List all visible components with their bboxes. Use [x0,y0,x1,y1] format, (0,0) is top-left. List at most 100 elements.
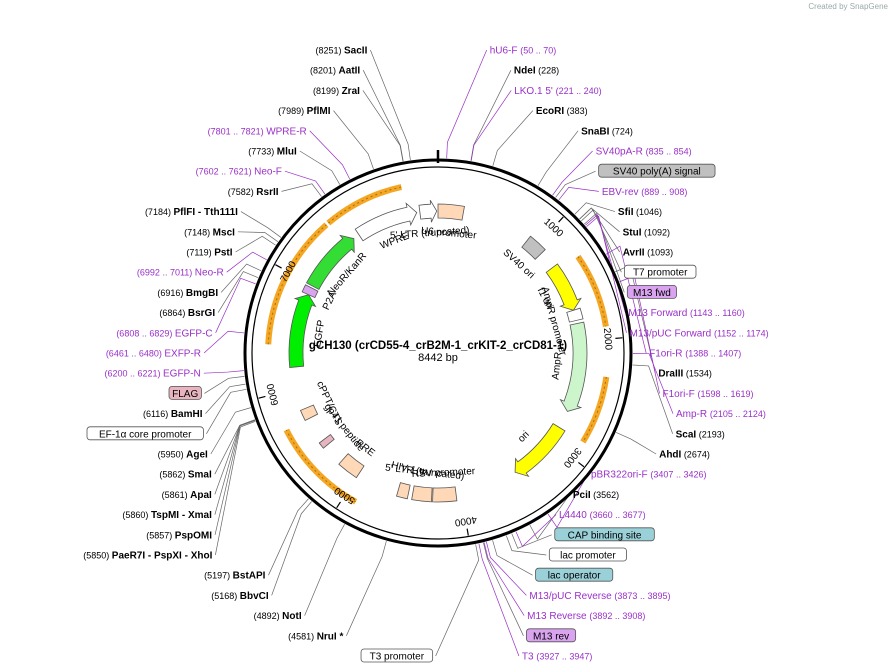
primer-coords-hu6-f-60: (50 .. 70) [520,46,556,56]
site-label-noti-4892: (4892) NotI [254,611,302,622]
plasmid-length: 8442 bp [418,352,458,364]
label-bamhi-6116: (6116) BamHI [143,409,203,420]
site-coord-psti-7119: (7119) [186,248,214,258]
leader-pbr322ori-f-3416 [547,474,589,528]
center-title: gCH130 (crCD55-4_crB2M-1_crKIT-2_crCD81-… [309,340,567,364]
site-name-pflmi-7989: PflMI [307,106,331,117]
feature-hiv-1-8 [396,482,411,500]
label-amp-r-2114: Amp-R (2105 .. 2124) [676,409,766,420]
feature-ampr-promoter-3 [566,307,584,323]
feature-rsv-promoter-6 [432,486,458,503]
site-coord-pflmi-7989: (7989) [278,106,307,116]
feature-label-egfp-12: EGFP [312,319,327,348]
label-scai-2193: ScaI (2193) [676,429,725,440]
leader-lko-1-5-230 [470,90,512,161]
feature-label-u6-promoter-0: U6 promoter [421,226,478,242]
primer-label-neo-f-7611: (7602 .. 7621) Neo-F [196,167,282,178]
primer-label-f1ori-f-1608: F1ori-F (1598 .. 1619) [663,389,754,400]
primer-label-m13-puc-reverse-3884: M13/pUC Reverse (3873 .. 3895) [529,591,670,602]
site-label-nrui-4581: (4581) NruI * [288,631,343,642]
primer-label-pbr322ori-f-3416: pBR322ori-F (3407 .. 3426) [591,470,707,481]
label-avrii-1093: AvrII (1093) [623,248,673,259]
primer-label-l4440-3668: L4440 (3660 .. 3677) [559,510,646,521]
leader-lac-promoter-3740 [506,535,547,556]
leader-pspomi-5857 [214,420,256,535]
tick-mark-6000 [258,395,266,399]
site-coord-ecori-383: (383) [564,106,588,116]
leader-ahdi-2674 [615,432,657,455]
leader-pflmi-7989 [333,110,374,170]
site-name-bbvci-5168: BbvCI [240,591,269,602]
leader-tspmi-xmai-5860 [214,419,256,515]
site-label-pcii-3562: PciI (3562) [573,490,619,501]
label-box-text-cap-binding-site-3700: CAP binding site [568,530,642,541]
label-apai-5861: (5861) ApaI [162,490,212,501]
leader-bmgbi-6916 [220,263,262,293]
orange-arc-dash-2 [285,429,356,503]
site-name-aatii-8201: AatII [339,66,361,77]
site-name-pcii-3562: PciI [573,490,591,501]
leader-rsrii-7582 [281,183,322,197]
feature-u6-promoter-0 [437,203,465,221]
leader-ef-1-core-promoter-6080 [206,388,247,434]
label-pflmi-7989: (7989) PflMI [278,106,331,117]
label-t3-3937: T3 (3927 .. 3947) [522,652,593,663]
site-label-ndei-228: NdeI (228) [514,66,559,77]
label-mlui-7733: (7733) MluI [248,147,297,158]
label-t3-promoter-3960: T3 promoter [360,648,434,663]
label-box-m13-fwd-1140 [626,284,677,299]
leader-amp-r-2114 [632,353,674,414]
label-sv40-poly-a-signal-870: SV40 poly(A) signal [598,163,716,178]
site-label-bstapi-5197: (5197) BstAPI [204,571,266,582]
primer-coords-sv40pa-r-844: (835 .. 854) [646,147,692,157]
label-neo-f-7611: (7602 .. 7621) Neo-F [196,167,282,178]
site-coord-noti-4892: (4892) [254,611,283,621]
label-zrai-8199: (8199) ZraI [313,86,360,97]
site-label-apai-5861: (5861) ApaI [162,490,212,501]
snapgene-credit: Created by SnapGene [808,2,888,11]
site-labels: hU6-F (50 .. 70)NdeI (228)LKO.1 5' (221 … [83,46,768,663]
leader-bstapi-5197 [268,498,309,576]
tick-mark-7000 [275,264,282,269]
primer-name-egfp-c-6818: EGFP-C [175,328,213,339]
primer-label-amp-r-2114: Amp-R (2105 .. 2124) [676,409,766,420]
label-box-ef-1-core-promoter-6080 [86,426,204,441]
leader-ecori-383 [492,110,534,166]
feature-label-ori-5: ori [516,429,532,445]
label-hu6-f-60: hU6-F (50 .. 70) [490,46,557,57]
label-t7-promoter-1110: T7 promoter [623,264,697,279]
leader-flag-6170 [204,376,245,394]
leader-sv40-poly-a-signal-870 [555,170,596,198]
feature-label-hiv-1-8: HIV-1 Ψ [390,460,428,479]
site-coord-snabi-724: (724) [609,126,633,136]
primer-coords-l4440-3668: (3660 .. 3677) [590,510,646,520]
label-m13-rev-3905: M13 rev [526,628,577,642]
leader-psti-7119 [235,235,276,253]
site-coord-nrui-4581: (4581) [288,631,317,641]
site-label-snabi-724: SnaBI (724) [581,126,633,137]
site-label-paer7i-pspxi-xhoi-5850: (5850) PaeR7I - PspXI - XhoI [83,551,212,562]
site-name-nrui-4581: NruI * [317,631,344,642]
site-label-scai-2193: ScaI (2193) [676,429,725,440]
site-coord-scai-2193: (2193) [696,429,725,439]
leader-bamhi-6116 [205,383,246,414]
label-box-sv40-poly-a-signal-870 [598,163,716,178]
label-box-t7-promoter-1110 [623,264,697,279]
label-sfii-1046: SfiI (1046) [618,207,662,218]
site-label-ecori-383: EcoRI (383) [536,106,588,117]
label-flag-6170: FLAG [168,385,202,400]
site-coord-stui-1092: (1092) [641,227,670,237]
site-coord-bmgbi-6916: (6916) [157,288,186,298]
site-coord-sacii-8251: (8251) [315,46,344,56]
label-pflfi-tth111i-7184: (7184) PflFI - Tth111I [145,207,238,218]
primer-label-wpre-r-7811: (7801 .. 7821) WPRE-R [208,126,307,137]
leader-sfii-1046 [574,202,616,215]
site-coord-bbvci-5168: (5168) [211,591,240,601]
site-name-bamhi-6116: BamHI [171,409,203,420]
primer-coords-pbr322ori-f-3416: (3407 .. 3426) [650,470,706,480]
site-label-pspomi-5857: (5857) PspOMI [146,530,212,541]
plasmid-name: gCH130 (crCD55-4_crB2M-1_crKIT-2_crCD81-… [309,340,567,352]
tick-label-3000: 3000 [561,445,584,470]
label-box-text-lac-promoter-3740: lac promoter [560,551,616,562]
